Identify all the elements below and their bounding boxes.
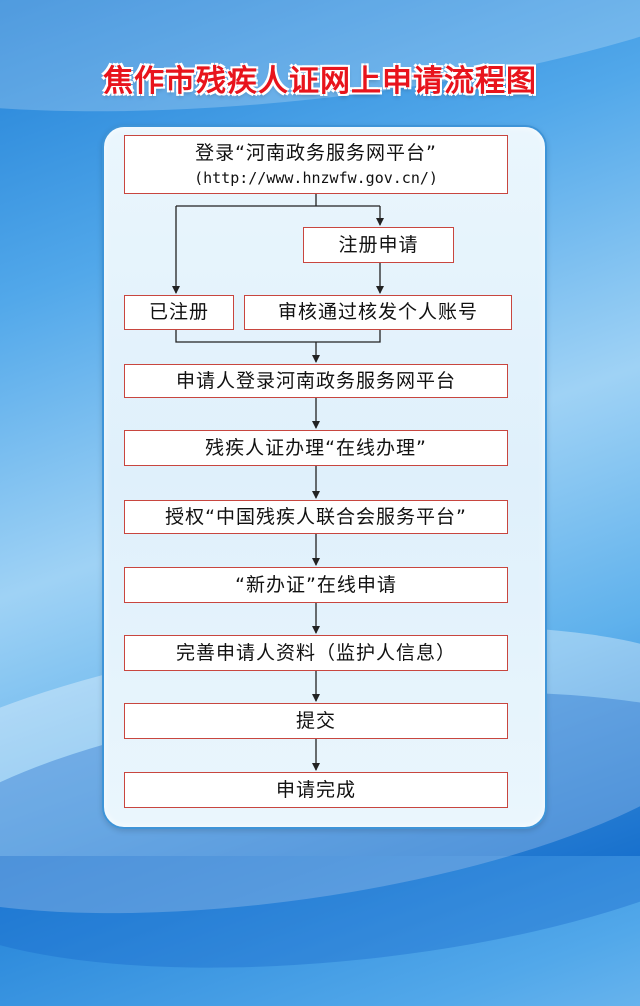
page-title: 焦作市残疾人证网上申请流程图: [103, 64, 537, 99]
step-done-label: 申请完成: [275, 778, 356, 801]
step-authorize-label: 授权“中国残疾人联合会服务平台”: [165, 505, 467, 528]
step-new-cert-label: “新办证”在线申请: [235, 573, 397, 596]
step-register-label: 注册申请: [338, 233, 419, 256]
step-login-portal: 登录“河南政务服务网平台” (http://www.hnzwfw.gov.cn/…: [124, 135, 508, 194]
step-submit-label: 提交: [295, 709, 336, 732]
flow-connectors: [172, 194, 384, 771]
step-done: 申请完成: [124, 772, 508, 808]
step-complete-info-label: 完善申请人资料（监护人信息）: [175, 641, 456, 664]
step-register: 注册申请: [303, 227, 454, 263]
step-submit: 提交: [124, 703, 508, 739]
step-new-certificate: “新办证”在线申请: [124, 567, 508, 603]
connector: [175, 330, 381, 343]
step-complete-info: 完善申请人资料（监护人信息）: [124, 635, 508, 671]
step-authorize-platform: 授权“中国残疾人联合会服务平台”: [124, 500, 508, 534]
step-online-handling: 残疾人证办理“在线办理”: [124, 430, 508, 466]
step-approve-label: 审核通过核发个人账号: [277, 301, 478, 324]
step-login-url: (http://www.hnzwfw.gov.cn/): [194, 168, 438, 187]
step-approve-account: 审核通过核发个人账号: [244, 295, 512, 330]
step-registered-label: 已注册: [148, 301, 209, 324]
step-login-label: 登录“河南政务服务网平台”: [195, 142, 437, 165]
step-applicant-login-label: 申请人登录河南政务服务网平台: [175, 369, 456, 392]
step-registered: 已注册: [124, 295, 234, 330]
step-applicant-login: 申请人登录河南政务服务网平台: [124, 364, 508, 398]
step-online-label: 残疾人证办理“在线办理”: [205, 436, 427, 459]
